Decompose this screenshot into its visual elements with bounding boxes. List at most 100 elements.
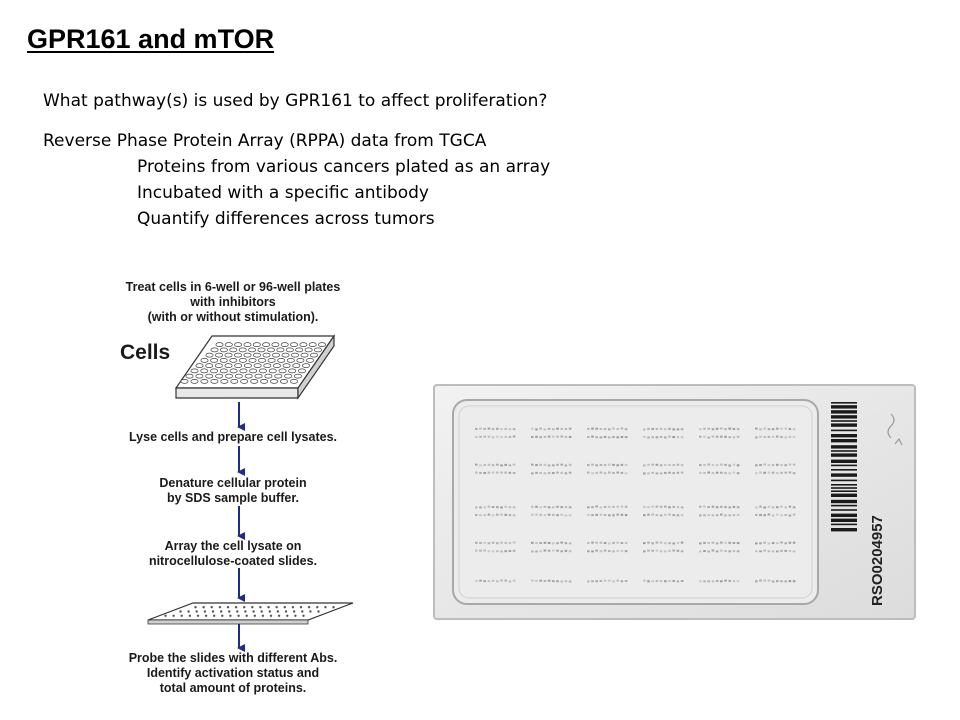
sample-dot [659,436,663,438]
sample-dot [560,463,563,466]
plate-well [290,342,298,347]
sample-dot [711,580,715,583]
sample-dot [595,541,598,544]
sample-dot [788,580,792,583]
sample-dot [767,579,771,582]
sample-dot [556,427,559,430]
array-spot [292,610,296,613]
sample-dot [655,580,659,582]
sample-dot [668,549,671,552]
sample-dot [720,541,723,544]
sample-dot [672,436,675,438]
sample-dot [771,464,775,467]
array-spot [221,614,224,617]
sample-dot [564,506,568,509]
plate-well [234,363,243,368]
plate-well [210,358,219,363]
sample-dot [715,514,719,517]
sample-dot [711,549,715,552]
sample-dot [500,464,503,467]
sample-dot [776,463,779,466]
sample-dot [547,549,551,552]
sample-dot [491,436,495,439]
sample-dot [624,542,628,544]
sample-dot [771,428,775,431]
sample-dot [707,506,710,509]
sample-dot [776,506,779,509]
sample-dot [547,435,551,438]
plate-well [224,342,233,347]
sample-dot [535,435,538,438]
sample-dot [616,579,619,582]
sample-dot [603,436,607,438]
array-spot [284,610,288,613]
sample-dot [539,542,542,544]
sample-dot [616,471,619,474]
sample-dot [780,471,783,474]
sample-dot [711,541,715,544]
sample-dot [543,549,547,552]
array-spot [236,610,239,613]
array-spot [228,610,231,613]
sample-dot [703,472,706,474]
sample-dot [643,428,646,431]
sample-dot [479,435,482,438]
step-denature: Denature cellular protein by SDS sample … [159,476,307,505]
sample-dot [591,427,594,430]
sample-dot [624,428,628,431]
sample-dot [496,435,499,438]
sample-dot [643,542,646,545]
barcode-stripe [831,423,857,427]
sample-dot [487,435,491,438]
sample-dot [680,428,684,431]
sample-dot [496,463,499,466]
array-spot [309,610,312,613]
sample-dot [728,464,731,467]
barcode-stripe [831,479,857,482]
sample-dot [599,550,603,553]
sample-dot [643,505,646,508]
plate-well [219,368,228,374]
sample-dot [512,579,516,582]
sample-dot [475,436,478,438]
sample-dot [535,579,538,582]
sample-dot [788,435,792,438]
sample-dot [487,463,491,466]
sample-dot [755,542,758,545]
sample-dot [759,428,762,431]
sample-dot [680,580,684,582]
sample-dot [759,514,762,516]
sample-dot [616,464,619,467]
sample-dot [587,580,590,583]
sample-dot [568,550,572,553]
plate-well [292,363,301,368]
array-spot [187,610,190,613]
sample-dot [643,514,646,517]
sample-dot [616,513,619,516]
sample-dot [496,580,499,583]
sample-dot [624,550,628,553]
plate-well [215,352,223,358]
sample-dot [664,550,667,553]
sample-dot [568,436,572,438]
sample-dot [664,513,667,516]
sample-dot [659,427,663,430]
array-spot [164,614,167,617]
array-spot [261,614,265,617]
sample-dot [543,472,547,475]
sample-dot [771,471,775,474]
array-spot [237,614,240,617]
sample-dot [767,428,771,431]
array-spot [260,610,263,613]
sample-dot [535,428,538,431]
plate-well [210,379,219,384]
sample-dot [647,427,650,430]
sample-dot [608,505,611,508]
sample-dot [728,436,731,439]
rppa-workflow-diagram: Cells Treat cells in 6-well or 96-well p… [98,276,368,716]
sample-dot [599,428,603,430]
sample-dot [715,550,719,553]
sample-dot [560,435,563,438]
sample-dot [792,513,796,516]
sample-dot [732,550,736,553]
